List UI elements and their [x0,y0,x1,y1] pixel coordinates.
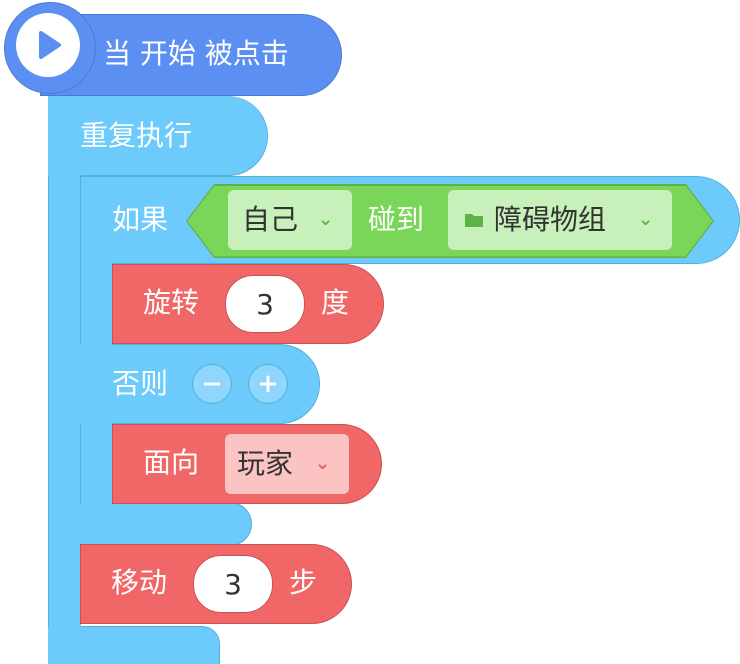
if-label: 如果 [112,203,169,236]
condition-verb: 碰到 [368,203,425,236]
add-branch-button[interactable]: + [248,364,288,404]
loop-label: 重复执行 [80,119,193,152]
hat-label: 当 开始 被点击 [103,37,289,70]
target-group-dropdown[interactable]: 障碍物组 ⌄ [448,190,672,250]
move-steps-input[interactable]: 3 [193,555,273,613]
loop-fill [49,97,81,627]
rotate-unit: 度 [321,286,350,319]
chevron-down-icon: ⌄ [315,453,331,474]
move-steps-block[interactable]: 移动 3 步 [80,544,352,624]
chevron-down-icon: ⌄ [638,209,654,230]
repeat-forever-block[interactable] [48,96,268,176]
rotate-label: 旋转 [143,286,200,319]
play-icon [16,13,80,77]
repeat-forever-block-foot[interactable] [48,626,220,664]
move-unit: 步 [289,566,318,599]
face-target-dropdown[interactable]: 玩家 ⌄ [225,434,349,494]
rotate-degrees-input[interactable]: 3 [225,275,305,333]
else-label: 否则 [112,367,169,400]
face-towards-block[interactable]: 面向 玩家 ⌄ [112,424,382,504]
subject-dropdown[interactable]: 自己 ⌄ [228,190,352,250]
move-label: 移动 [111,566,168,599]
folder-icon [464,212,484,232]
remove-branch-button[interactable]: − [192,364,232,404]
rotate-block[interactable]: 旋转 3 度 [112,264,384,344]
subject-value: 自己 [242,203,299,236]
face-target-value: 玩家 [237,447,294,480]
chevron-down-icon: ⌄ [318,209,334,230]
face-label: 面向 [143,446,200,479]
if-else-block-foot[interactable] [80,502,252,546]
if-fill [81,258,112,508]
target-group-value: 障碍物组 [494,203,607,236]
